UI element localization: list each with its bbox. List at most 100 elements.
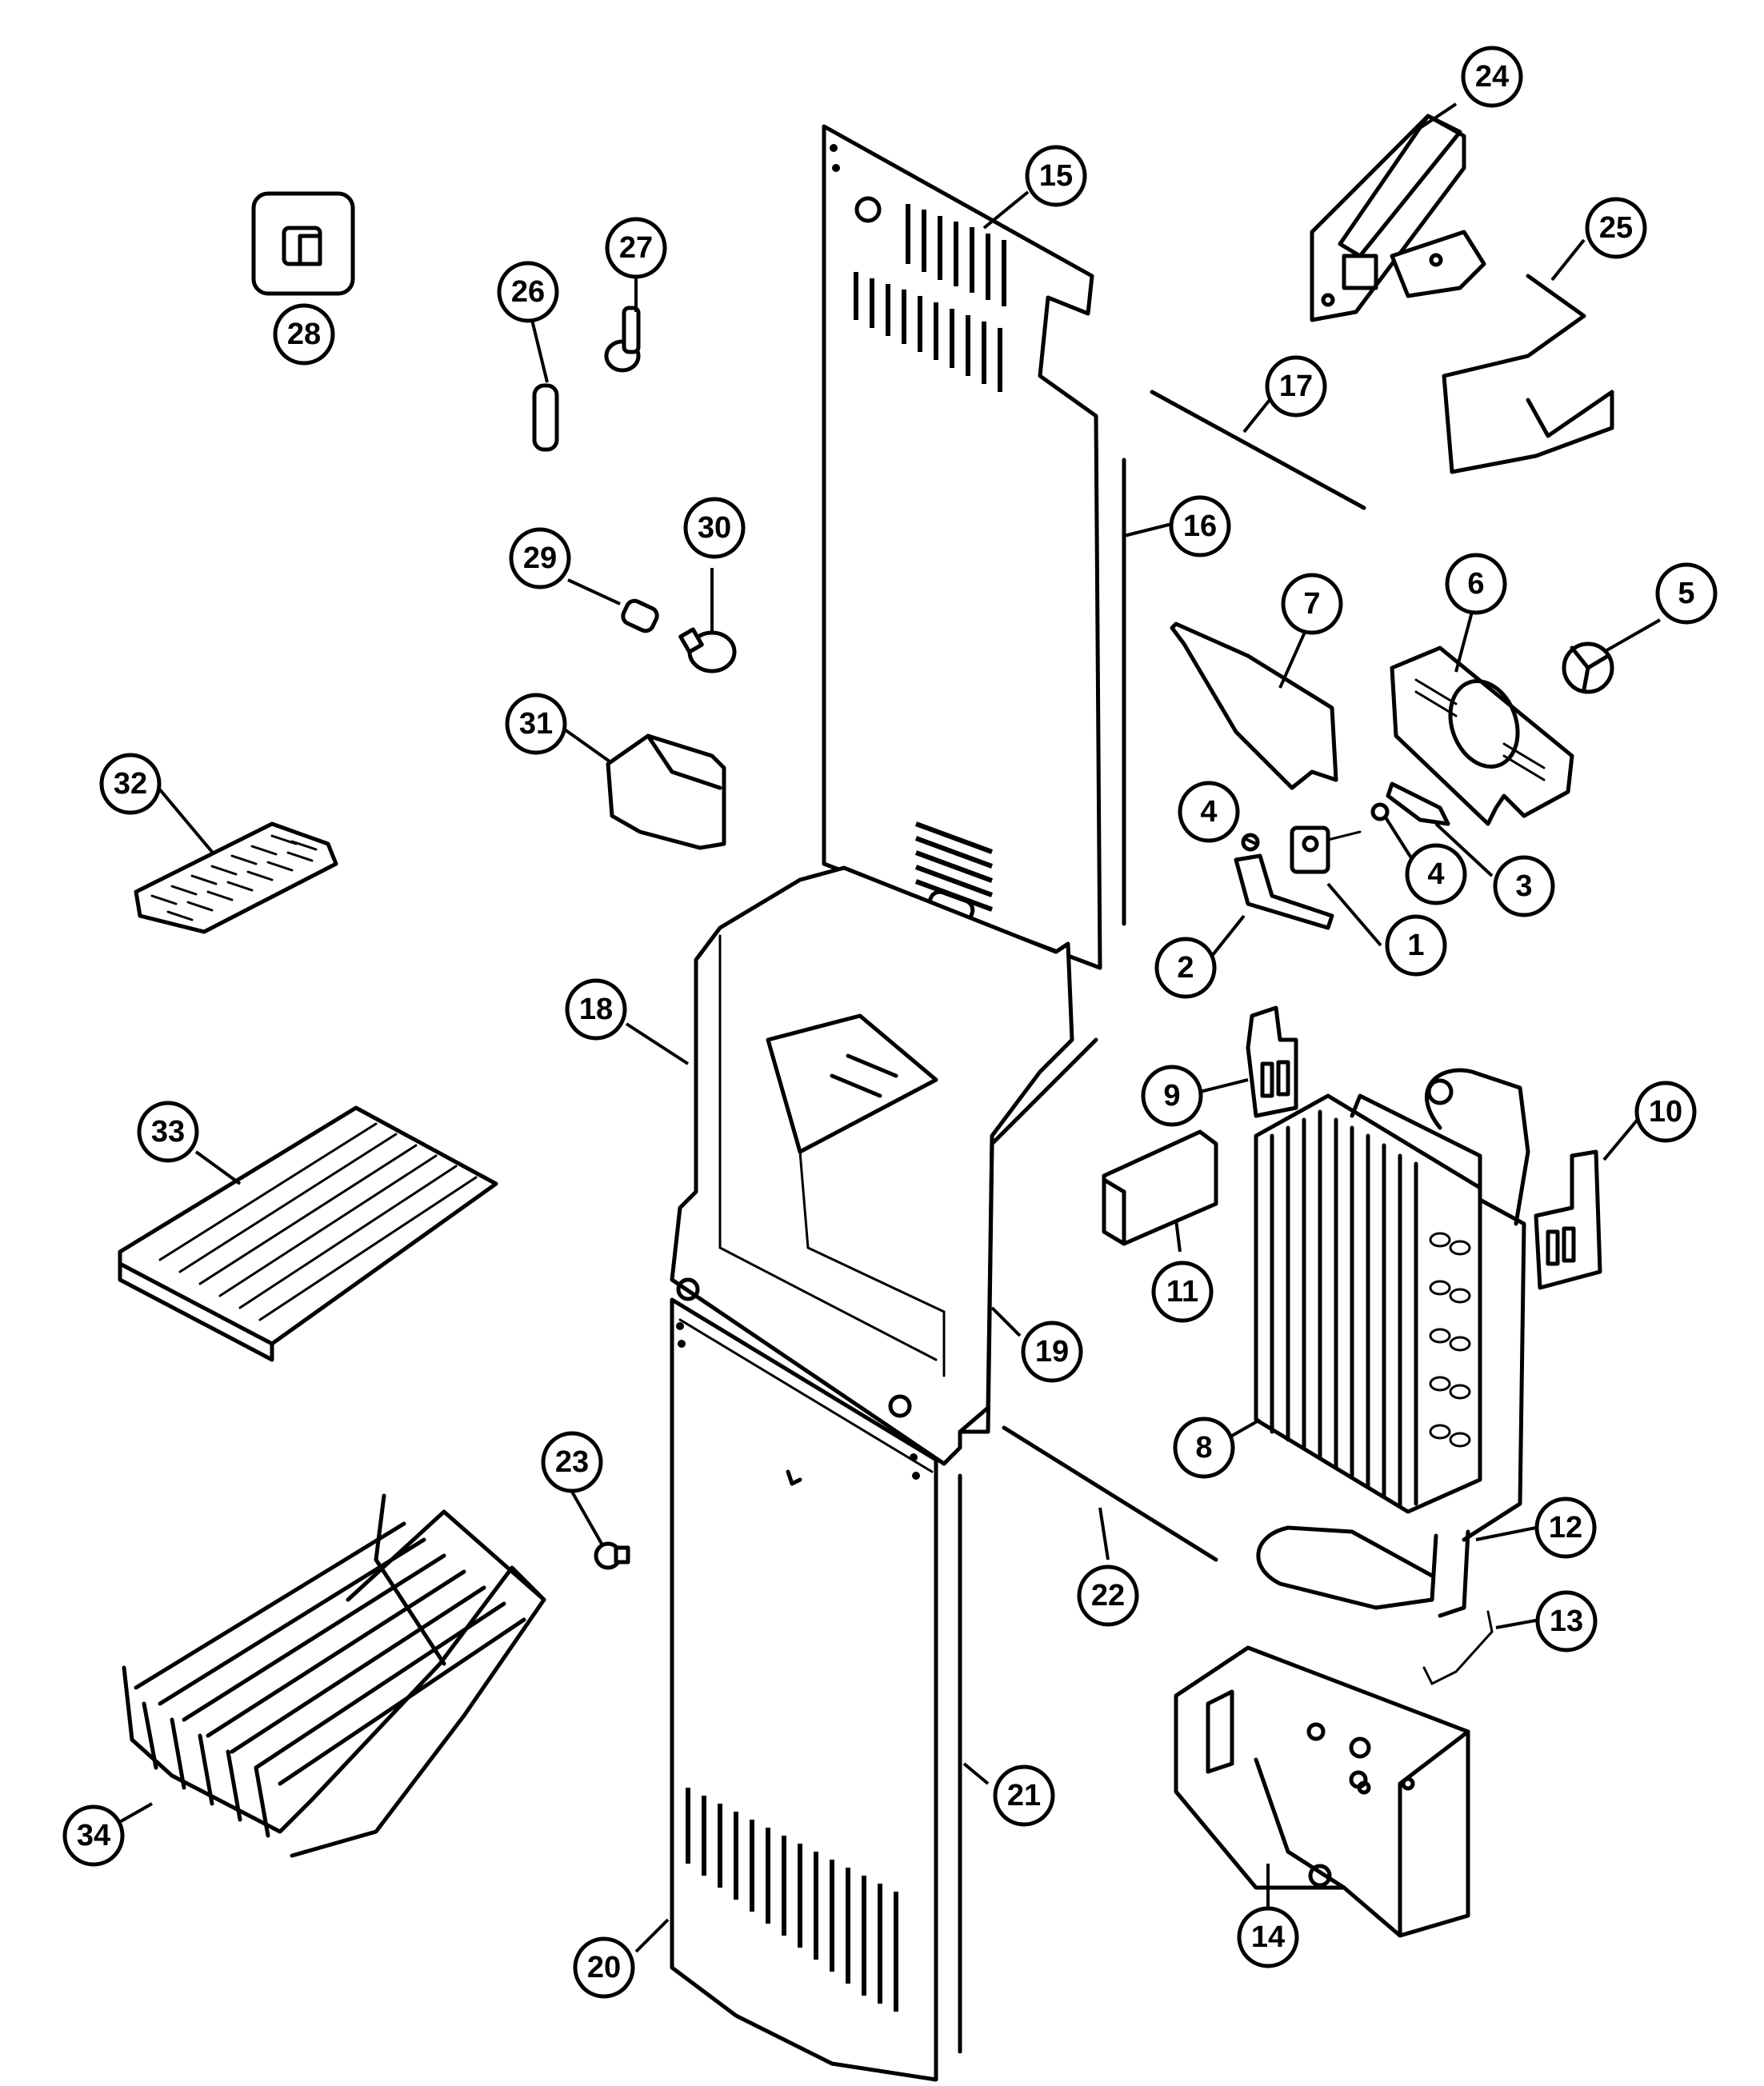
svg-text:19: 19 [1035,1335,1069,1369]
callout-8: 8 [1173,1417,1235,1479]
svg-text:6: 6 [1467,567,1484,601]
seal-strip-17 [1150,390,1366,510]
svg-text:17: 17 [1279,370,1313,403]
callout-15: 15 [1025,145,1087,207]
seal-strips [958,390,1366,2054]
svg-text:14: 14 [1251,1920,1285,1954]
svg-text:30: 30 [698,511,731,545]
svg-text:13: 13 [1550,1604,1583,1638]
clip-part-10 [1534,1149,1602,1290]
svg-text:4: 4 [1200,795,1217,829]
ice-tray-part-32 [134,821,338,934]
svg-text:15: 15 [1039,159,1073,193]
fan-shroud-part-6 [1390,645,1574,826]
svg-text:2: 2 [1177,951,1194,985]
callout-26: 26 [497,261,559,323]
callout-17: 17 [1265,355,1327,418]
svg-text:21: 21 [1007,1779,1041,1812]
basket-part-34 [122,1493,546,1858]
switch-part-28 [251,191,355,296]
svg-text:5: 5 [1678,577,1694,610]
callout-24: 24 [1461,46,1523,108]
callout-23: 23 [541,1431,603,1493]
upper-panel-part [822,124,1102,970]
svg-text:34: 34 [77,1819,110,1852]
callout-14: 14 [1237,1906,1299,1968]
callout-25: 25 [1585,197,1647,259]
svg-text:11: 11 [1166,1275,1198,1309]
callout-19: 19 [1021,1321,1083,1383]
callout-32: 32 [99,753,162,815]
svg-text:25: 25 [1599,211,1633,245]
callout-3: 3 [1493,855,1555,917]
svg-text:8: 8 [1195,1431,1212,1465]
bracket-part-3 [1386,781,1450,826]
bracket-part-24 [1310,114,1486,322]
fan-blade-part-5 [1562,641,1614,694]
callout-30: 30 [683,497,746,559]
callout-18: 18 [565,978,627,1041]
callout-4b: 4 [1405,843,1467,905]
wire-part-13 [1422,1610,1494,1686]
callout-4a: 4 [1178,781,1240,843]
callout-34: 34 [62,1804,125,1867]
nut-part-4 [1241,802,1390,852]
callout-11: 11 [1151,1261,1214,1323]
callout-28: 28 [273,303,335,366]
svg-text:23: 23 [555,1445,589,1479]
svg-text:20: 20 [587,1951,621,1984]
callout-12: 12 [1534,1497,1597,1559]
upper-panel-vents [854,204,1006,392]
middle-shroud-part [670,865,1074,1466]
svg-text:10: 10 [1649,1095,1682,1129]
svg-text:33: 33 [151,1115,185,1149]
lower-panel-vents [686,1788,898,2012]
callout-5: 5 [1655,562,1718,625]
gasket-part-7 [1170,621,1338,790]
callout-31: 31 [505,693,567,755]
svg-text:24: 24 [1475,60,1509,94]
wire-frame-part-25 [1442,274,1614,474]
svg-text:22: 22 [1091,1579,1125,1612]
callout-33: 33 [137,1101,199,1163]
svg-text:7: 7 [1303,587,1320,621]
lens-part-26 [532,383,559,452]
callout-9: 9 [1141,1065,1203,1127]
svg-text:28: 28 [287,318,321,351]
callout-20: 20 [573,1936,635,1999]
callout-2: 2 [1154,937,1217,999]
callout-29: 29 [509,527,571,589]
svg-text:26: 26 [511,275,545,309]
heater-part-12 [1256,1525,1470,1618]
callout-27: 27 [605,217,667,279]
svg-text:9: 9 [1163,1079,1180,1113]
callout-6: 6 [1445,553,1507,615]
light-cover-part-31 [606,733,726,850]
callout-1: 1 [1385,914,1447,977]
bracket-part-2 [1234,853,1334,930]
seal-strip-22 [1002,1425,1218,1562]
drain-pan-part-14 [1174,1645,1470,1938]
plug-part-23 [594,1541,630,1570]
socket-part-29 [621,598,659,633]
svg-text:27: 27 [619,231,653,265]
svg-text:18: 18 [579,993,613,1026]
callout-7: 7 [1281,573,1343,635]
svg-text:32: 32 [114,767,147,801]
evaporator-part-8 [1254,1068,1530,1542]
bulb-part-30 [678,627,737,673]
callout-13: 13 [1535,1590,1598,1652]
svg-text:31: 31 [519,707,553,741]
svg-text:4: 4 [1427,857,1444,891]
seal-strip-19 [958,1037,1098,1434]
button-part-27 [604,306,641,373]
callout-22: 22 [1077,1564,1139,1627]
shelf-part-33 [118,1105,498,1362]
callout-21: 21 [993,1764,1055,1827]
block-part-11 [1102,1129,1218,1246]
callout-16: 16 [1169,495,1231,557]
lower-panel-part [670,1297,938,2082]
svg-text:16: 16 [1183,510,1217,543]
svg-text:1: 1 [1407,929,1424,962]
